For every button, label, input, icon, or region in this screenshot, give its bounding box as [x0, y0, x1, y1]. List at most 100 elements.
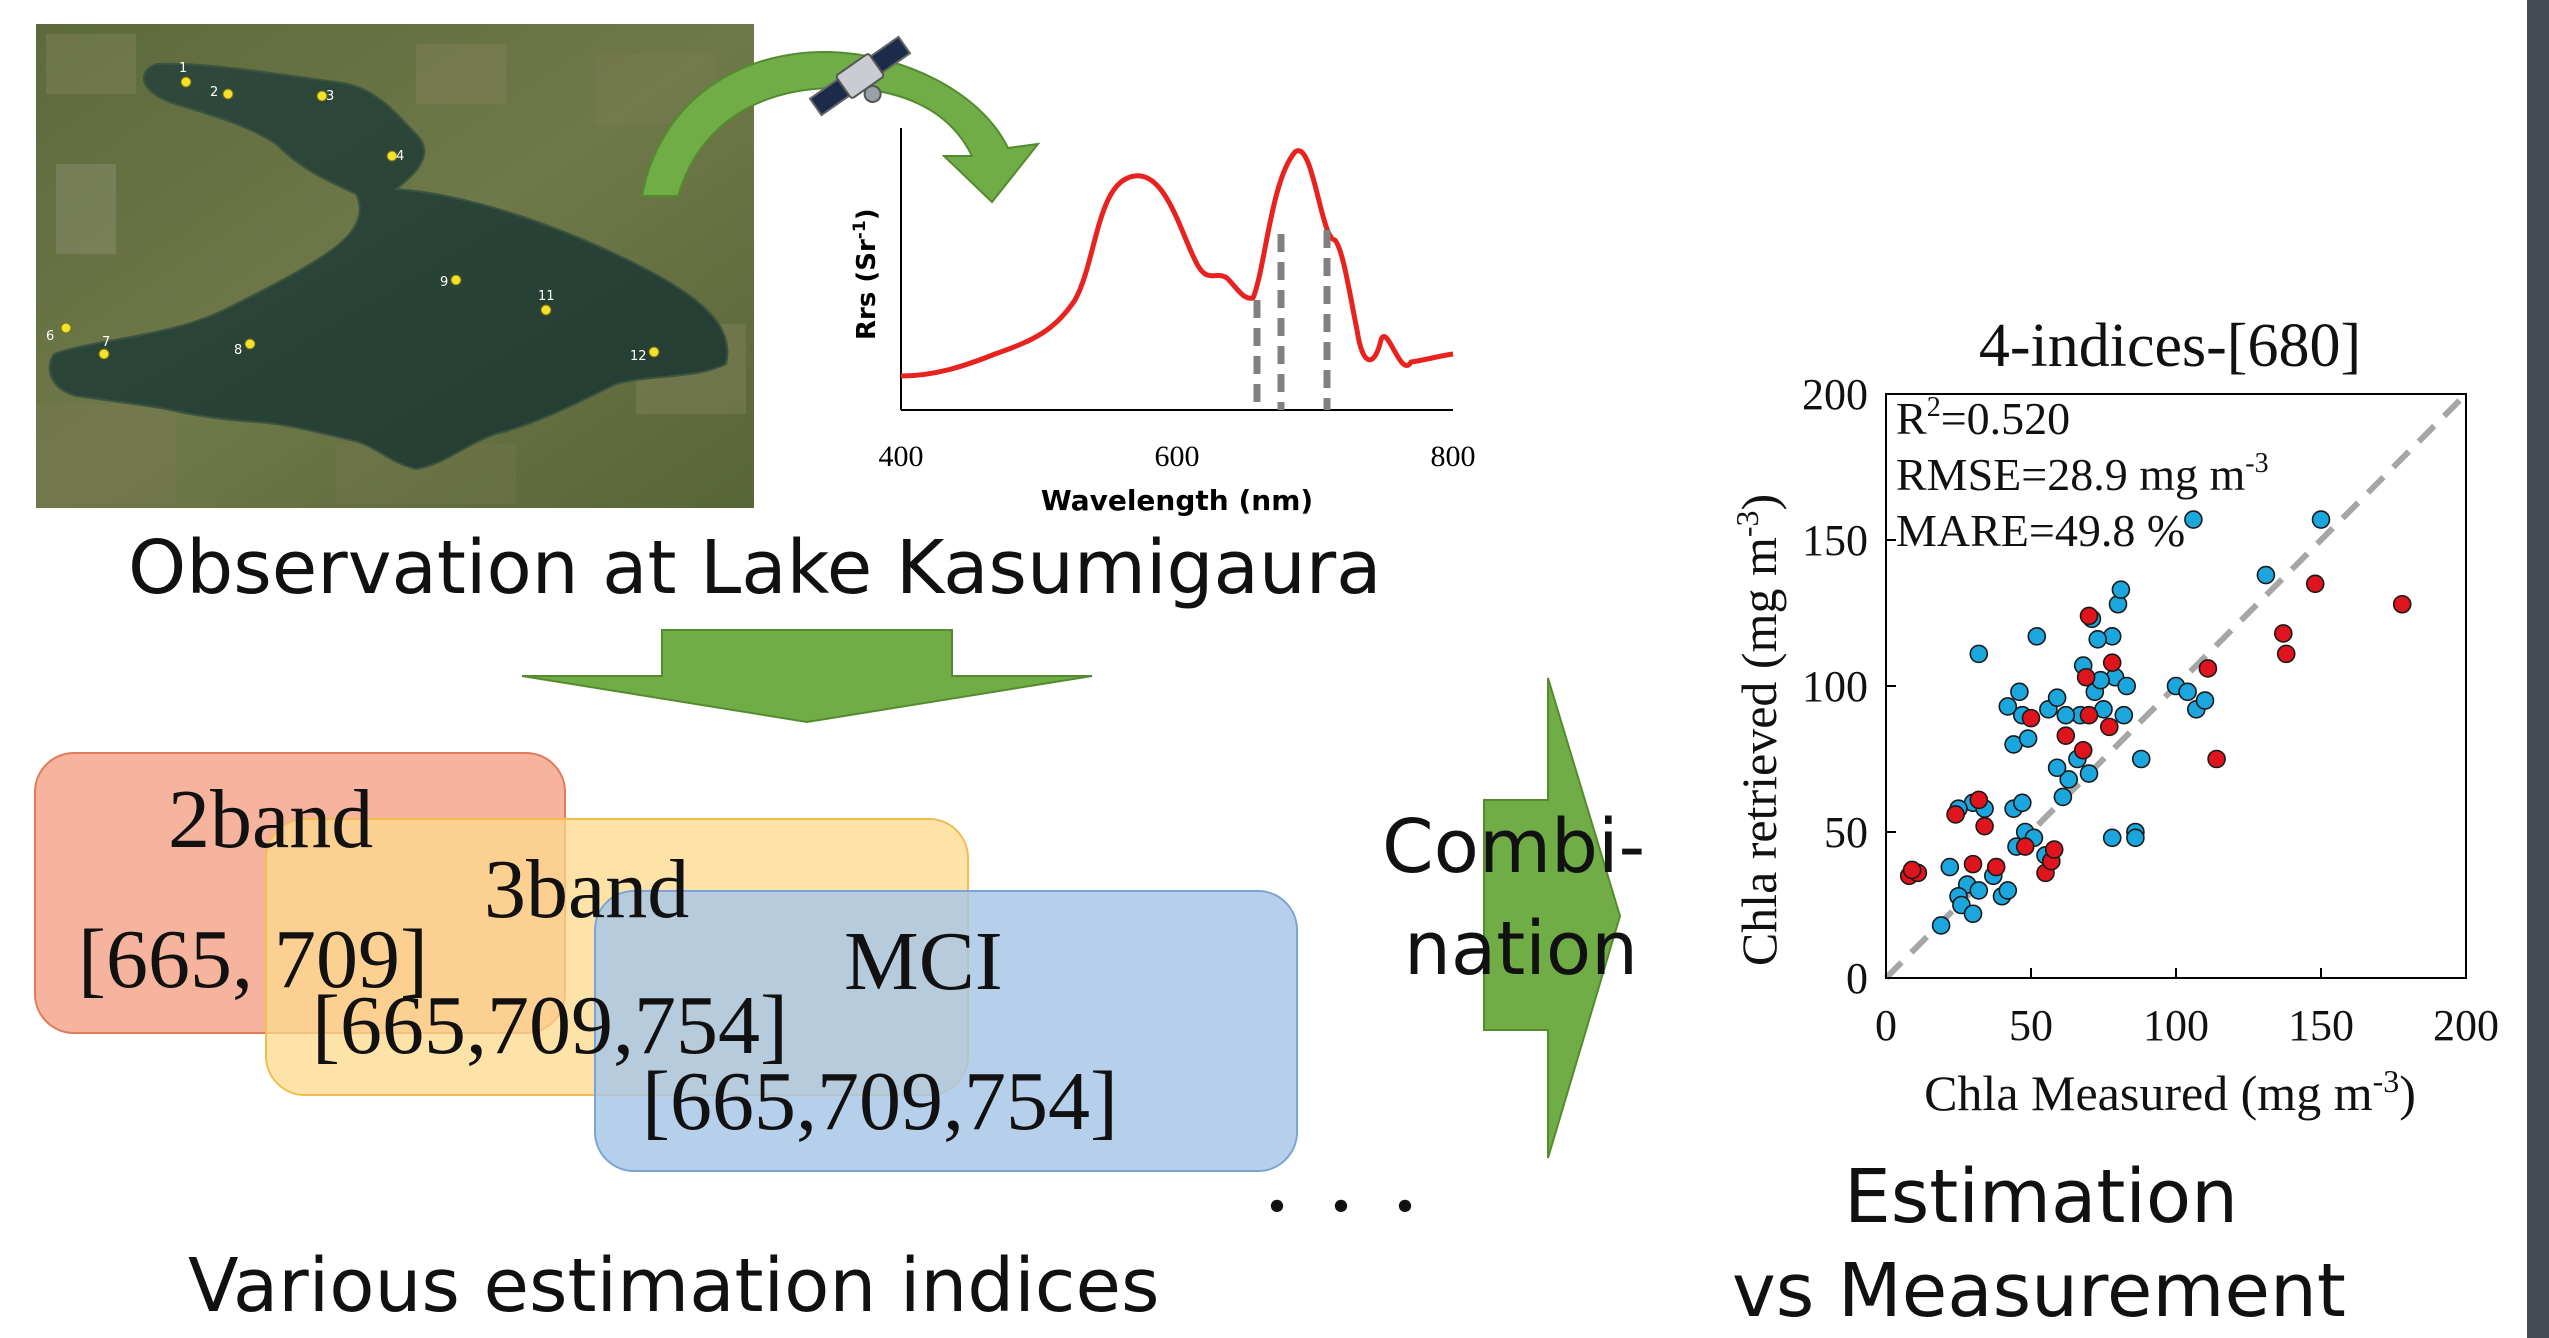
data-point-blue: [2178, 682, 2197, 702]
box1-bands: [665, 709]: [78, 913, 428, 1006]
site-label-6: 6: [46, 329, 54, 344]
data-point-red: [2207, 749, 2226, 769]
data-point-blue: [2088, 629, 2108, 649]
box3-title: MCI: [844, 915, 1003, 1008]
data-point-red: [2079, 705, 2099, 725]
data-point-blue: [1963, 904, 1983, 924]
x-tick-label: 50: [2009, 1001, 2053, 1050]
data-point-blue: [2053, 787, 2073, 807]
site-label-4: 4: [396, 149, 404, 164]
data-point-red: [1902, 860, 1922, 880]
spectrum-ylabel: Rrs (Sr-1): [850, 208, 882, 340]
data-point-red: [2044, 840, 2064, 859]
spectrum-xtick-800: 800: [1431, 440, 1476, 473]
box2-title: 3band: [484, 843, 690, 936]
x-tick-label: 200: [2433, 1001, 2499, 1050]
y-tick-label: 150: [1802, 516, 1868, 565]
lake-water: [48, 62, 729, 471]
data-point-blue: [2102, 828, 2122, 848]
down-arrow: [521, 629, 1093, 724]
y-tick-label: 50: [1824, 808, 1868, 857]
combination-caption-line1: Combi-: [1382, 804, 1646, 890]
data-point-blue: [2114, 705, 2134, 725]
spectrum-xlabel: Wavelength (nm): [1041, 484, 1313, 517]
data-point-red: [1963, 854, 1983, 874]
data-point-red: [2015, 837, 2035, 856]
site-label-8: 8: [234, 343, 242, 358]
curved-arrow: [640, 50, 1041, 204]
spectrum-xtick-600: 600: [1155, 440, 1200, 473]
data-point-blue: [2012, 793, 2032, 813]
y-tick-label: 100: [1802, 662, 1868, 711]
window-edge-bar: [2527, 0, 2549, 1338]
stat-r2: R2=0.520: [1896, 392, 2070, 444]
estimation-caption-line2: vs Measurement: [1732, 1248, 2346, 1334]
data-point-blue: [2056, 705, 2076, 725]
data-point-blue: [2126, 828, 2145, 848]
combination-caption-line2: nation: [1404, 906, 1638, 992]
data-point-red: [2076, 667, 2096, 687]
x-tick-label: 0: [1875, 1001, 1897, 1050]
data-point-blue: [2311, 510, 2331, 529]
data-point-blue: [2047, 758, 2067, 778]
y-tick-label: 200: [1802, 370, 1868, 419]
site-label-3: 3: [326, 89, 334, 104]
site-label-11: 11: [538, 289, 555, 304]
stat-mare: MARE=49.8 %: [1896, 505, 2185, 556]
data-point-red: [2099, 717, 2119, 737]
data-point-blue: [2256, 565, 2276, 585]
data-point-blue: [2079, 764, 2099, 783]
site-label-2: 2: [210, 85, 218, 100]
data-point-blue: [2184, 510, 2203, 529]
scatter-chart: 4-indices-[680] 0 50 100 150 200 0 50 100 150 200…: [1729, 312, 2499, 1121]
combination-arrow: [1483, 677, 1622, 1159]
box2-bands: [665,709,754]: [312, 979, 788, 1072]
y-tick-label: 0: [1846, 954, 1868, 1003]
chart-title: 4-indices-[680]: [1979, 312, 2361, 380]
x-tick-label: 100: [2143, 1001, 2209, 1050]
data-point-blue: [1969, 881, 1989, 900]
data-point-blue: [1931, 916, 1951, 935]
data-point-red: [1969, 790, 1989, 810]
lake-map: 1 2 3 4 6 7 8 9 11 12: [36, 24, 754, 508]
data-point-blue: [2047, 688, 2067, 707]
data-point-blue: [1969, 644, 1989, 664]
estimation-caption-line1: Estimation: [1844, 1154, 2239, 1240]
data-point-blue: [2131, 749, 2151, 769]
data-point-blue: [1940, 857, 1960, 877]
indices-caption: Various estimation indices: [188, 1243, 1160, 1329]
data-point-red: [2073, 740, 2093, 760]
data-point-blue: [2195, 691, 2215, 710]
data-point-red: [2276, 644, 2296, 664]
data-point-blue: [1998, 697, 2018, 716]
data-point-blue: [2059, 770, 2079, 789]
site-label-7: 7: [102, 335, 110, 350]
x-tick-label: 150: [2288, 1001, 2354, 1050]
data-point-red: [2392, 594, 2412, 614]
data-point-red: [1986, 857, 2006, 877]
data-point-red: [2198, 659, 2218, 678]
satellite-icon: [808, 35, 912, 117]
box1-title: 2band: [168, 773, 374, 866]
site-label-12: 12: [630, 349, 647, 364]
data-point-red: [1946, 805, 1965, 824]
ellipsis: ・・・: [1248, 1174, 1441, 1242]
data-point-blue: [2027, 627, 2047, 646]
data-point-red: [2021, 708, 2041, 728]
data-point-red: [2102, 653, 2122, 672]
index-box-mci: [594, 890, 1298, 1172]
data-point-blue: [2018, 729, 2038, 748]
data-point-blue: [1998, 881, 2018, 900]
stat-rmse: RMSE=28.9 mg m-3: [1896, 448, 2269, 500]
data-point-blue: [2111, 580, 2131, 599]
box3-bands: [665,709,754]: [642, 1055, 1118, 1148]
site-label-9: 9: [440, 275, 448, 290]
chart-ylabel: Chla retrieved (mg m-3): [1729, 494, 1787, 966]
data-point-red: [1975, 816, 1994, 836]
data-point-red: [2305, 574, 2325, 594]
chart-xlabel: Chla Measured (mg m-3): [1924, 1063, 2416, 1121]
data-point-red: [2273, 624, 2293, 643]
site-label-1: 1: [179, 61, 187, 76]
spectrum-curve: [900, 148, 1454, 379]
data-point-blue: [2117, 676, 2137, 696]
